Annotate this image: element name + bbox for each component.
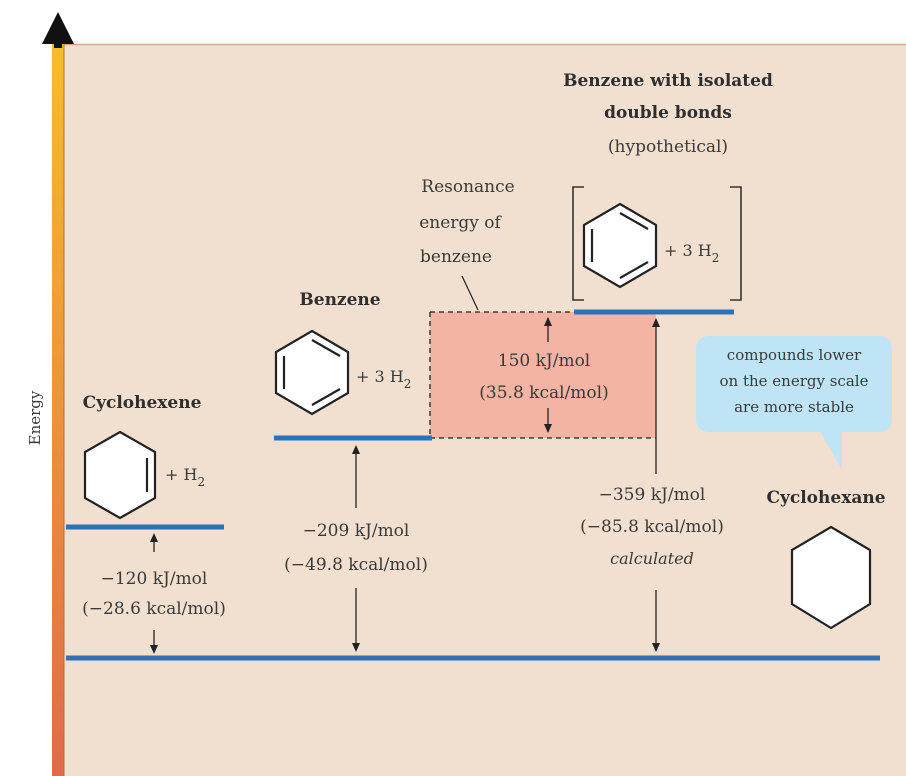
energy-cyclohexene-kcal: (−28.6 kcal/mol) <box>82 599 226 619</box>
energy-hypothetical-kj: −359 kJ/mol <box>599 485 706 505</box>
resonance-energy-kj: 150 kJ/mol <box>498 351 591 371</box>
stability-callout: compounds lower on the energy scale are … <box>696 336 892 470</box>
resonance-pointer-line <box>461 275 479 311</box>
energy-axis-label: Energy <box>26 390 44 445</box>
cyclohexene-ring-icon <box>83 430 157 520</box>
arrow-benzene-energy <box>352 445 360 652</box>
resonance-label-line1: Resonance <box>421 177 514 197</box>
energy-axis-shaft-top <box>54 40 62 48</box>
callout-line3: are more stable <box>734 398 854 416</box>
reagent-cyclohexene: + H2 <box>165 465 205 489</box>
resonance-label-line2: energy of <box>419 213 502 233</box>
benzene-ring-icon <box>274 329 350 416</box>
energy-hypothetical-kcal: (−85.8 kcal/mol) <box>580 517 724 537</box>
energy-hypothetical-note: calculated <box>610 549 694 568</box>
energy-benzene-kcal: (−49.8 kcal/mol) <box>284 555 428 575</box>
energy-axis-bar <box>52 40 64 776</box>
energy-cyclohexene-kj: −120 kJ/mol <box>101 569 208 589</box>
label-hypothetical-line1: Benzene with isolated <box>563 71 773 91</box>
label-hypothetical-line2: double bonds <box>604 103 732 123</box>
callout-line1: compounds lower <box>727 346 862 364</box>
resonance-energy-kcal: (35.8 kcal/mol) <box>479 383 608 403</box>
resonance-energy-box <box>430 312 656 438</box>
reagent-hypothetical: + 3 H2 <box>664 241 719 265</box>
label-hypothetical-qualifier: (hypothetical) <box>608 137 728 157</box>
arrow-cyclohexene-energy <box>150 533 158 654</box>
label-benzene: Benzene <box>299 290 380 310</box>
arrow-hypothetical-energy <box>652 318 660 652</box>
label-cyclohexane: Cyclohexane <box>766 488 885 508</box>
callout-line2: on the energy scale <box>720 372 869 390</box>
hypothetical-bracket-left <box>572 186 584 301</box>
cyclohexane-ring-icon <box>790 525 872 630</box>
arrow-resonance-double <box>544 317 552 433</box>
reagent-benzene: + 3 H2 <box>356 367 411 391</box>
resonance-label-line3: benzene <box>420 247 492 267</box>
energy-axis-arrowhead <box>42 12 74 44</box>
hypothetical-bracket-right <box>730 186 742 301</box>
hypothetical-benzene-ring-icon <box>582 202 658 289</box>
energy-benzene-kj: −209 kJ/mol <box>303 521 410 541</box>
label-cyclohexene: Cyclohexene <box>83 393 202 413</box>
